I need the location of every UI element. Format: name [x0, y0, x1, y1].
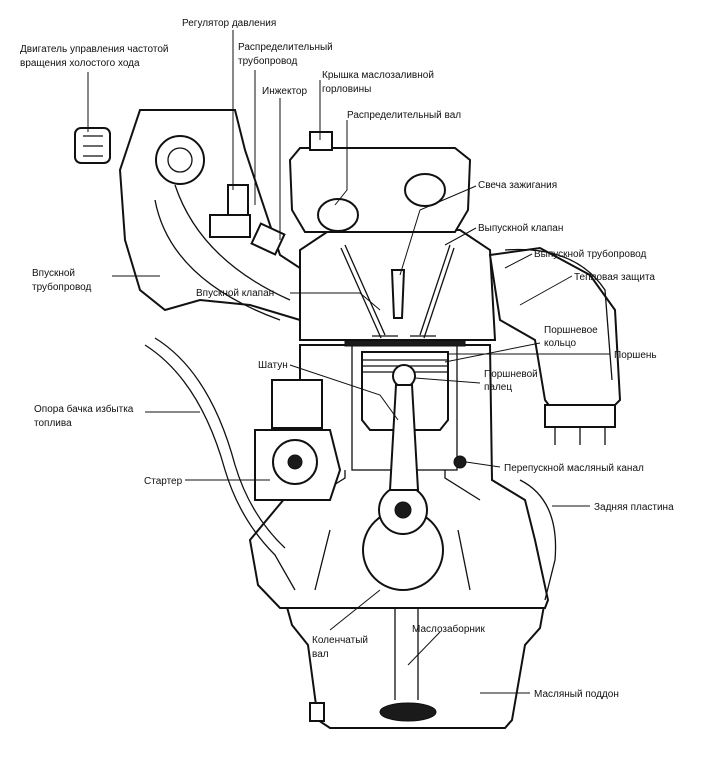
label-oil-pan: Масляный поддон — [534, 689, 619, 700]
label-heat-shield: Тепловая защита — [574, 272, 655, 283]
oil-filler-cap — [309, 131, 333, 151]
rear-plate — [519, 479, 557, 601]
throttle-body-bore — [167, 147, 193, 173]
leader-conrod — [289, 364, 399, 421]
label-starter: Стартер — [144, 476, 183, 487]
crank-pin — [394, 501, 412, 519]
label-piston-ring-l1: Поршневое — [544, 325, 598, 336]
leader-camshaft — [334, 120, 348, 206]
intake-manifold-runner — [154, 184, 291, 321]
fuel-rail — [209, 214, 251, 238]
leader-exhaust-valve — [444, 227, 477, 246]
heat-shield — [504, 248, 613, 381]
camshaft-intake — [317, 198, 359, 232]
intake-valve — [340, 244, 398, 339]
leader-piston-ring — [444, 342, 541, 363]
label-tank-support-l1: Опора бачка избытка — [34, 403, 134, 415]
label-exhaust-valve: Выпускной клапан — [478, 223, 563, 234]
leader-lines — [87, 30, 610, 694]
label-injector: Инжектор — [262, 86, 307, 97]
oil-bypass-channel — [453, 455, 467, 469]
label-idle-motor-l2: вращения холостого хода — [20, 58, 140, 69]
oil-pan — [283, 599, 547, 729]
leader-oil-pickup — [407, 631, 441, 666]
oil-pickup-strainer — [379, 702, 437, 722]
label-exhaust-manifold: Выпускной трубопровод — [534, 248, 646, 260]
label-piston-pin-l1: Поршневой — [484, 369, 538, 380]
label-crankshaft-l2: вал — [312, 649, 329, 660]
label-fuel-rail-l2: трубопровод — [238, 55, 298, 67]
label-intake-manifold-l1: Впускной — [32, 268, 75, 279]
labels: Двигатель управления частотой вращения х… — [20, 18, 674, 700]
exhaust-valve — [410, 244, 455, 339]
leader-piston-pin — [414, 377, 481, 384]
starter-hub — [287, 454, 303, 470]
exhaust-studs — [554, 427, 606, 445]
label-pressure-regulator: Регулятор давления — [182, 18, 276, 29]
label-idle-motor-l1: Двигатель управления частотой — [20, 44, 168, 55]
leader-spark-plug — [399, 185, 477, 276]
camshaft-exhaust — [404, 173, 446, 207]
injector-body — [250, 222, 286, 256]
leader-heat-shield — [519, 275, 573, 306]
label-oil-bypass: Перепускной масляный канал — [504, 463, 644, 474]
fuel-tank-support — [144, 337, 296, 591]
label-tank-support-l2: топлива — [34, 418, 72, 429]
label-piston-ring-l2: кольцо — [544, 338, 576, 349]
oil-pickup-tube — [394, 600, 419, 700]
label-oil-pickup: Маслозаборник — [412, 623, 486, 635]
label-intake-manifold-l2: трубопровод — [32, 281, 92, 293]
label-conrod: Шатун — [258, 360, 288, 371]
starter-solenoid — [271, 379, 323, 429]
label-crankshaft-l1: Коленчатый — [312, 635, 368, 646]
connecting-rod — [388, 384, 420, 491]
drain-bolt — [309, 702, 325, 722]
leader-crankshaft — [329, 589, 381, 631]
label-rear-plate: Задняя пластина — [594, 502, 674, 513]
label-piston: Поршень — [614, 350, 657, 361]
leader-exhaust-manifold — [504, 253, 533, 269]
idle-motor-detail — [83, 135, 103, 157]
spark-plug — [390, 269, 406, 319]
label-filler-cap-l2: горловины — [322, 84, 371, 95]
exhaust-flange — [544, 404, 616, 428]
throttle-body — [155, 135, 205, 185]
block-inner-web — [309, 470, 481, 591]
piston-pin — [392, 364, 416, 388]
label-intake-valve: Впускной клапан — [196, 288, 274, 299]
leader-oil-bypass — [465, 461, 501, 468]
leader-intake-valve — [290, 292, 381, 311]
label-filler-cap-l1: Крышка маслозаливной — [322, 70, 434, 81]
label-piston-pin-l2: палец — [484, 382, 512, 393]
label-fuel-rail-l1: Распределительный — [238, 42, 333, 53]
engine-drawing — [74, 109, 622, 729]
label-spark-plug: Свеча зажигания — [478, 180, 557, 191]
label-camshaft: Распределительный вал — [347, 110, 461, 121]
